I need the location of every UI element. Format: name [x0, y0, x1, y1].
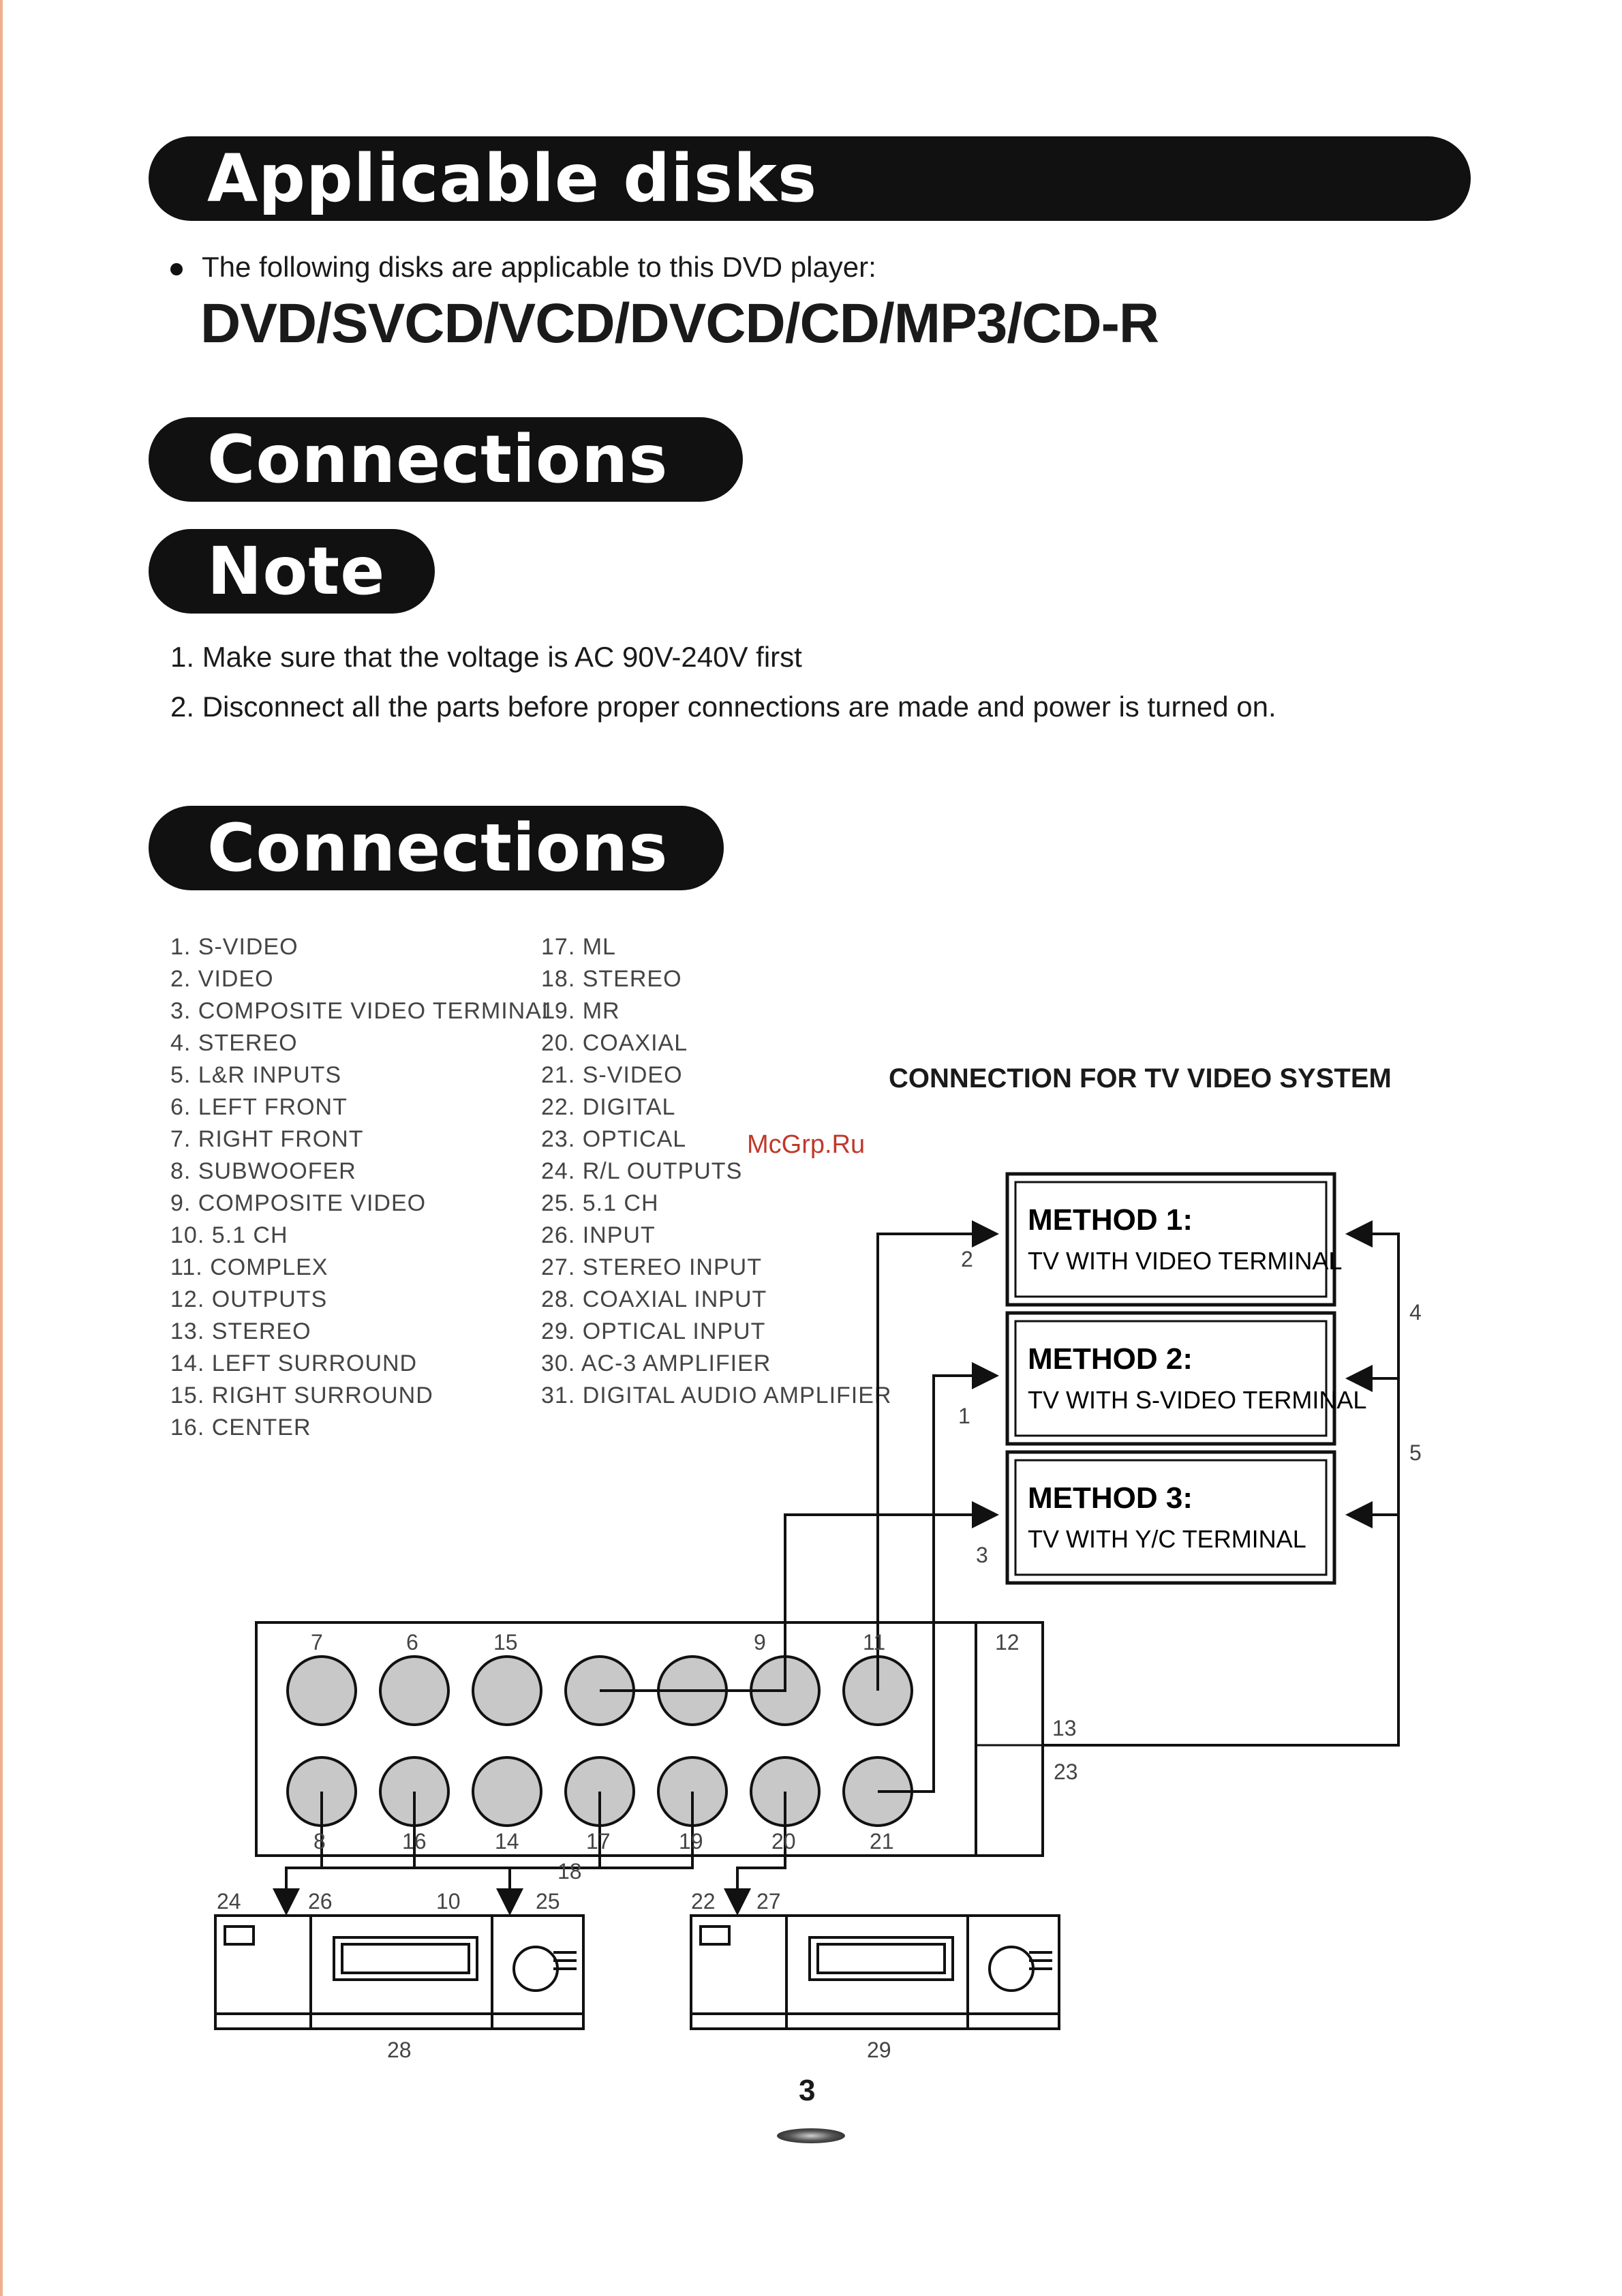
- legend-item: 4. STEREO: [170, 1030, 298, 1056]
- method-3-sub: TV WITH Y/C TERMINAL: [1028, 1525, 1306, 1553]
- legend-item: 29. OPTICAL INPUT: [541, 1318, 766, 1344]
- label-22: 22: [691, 1889, 716, 1914]
- label-26: 26: [308, 1889, 333, 1914]
- method-box-2: METHOD 2: TV WITH S-VIDEO TERMINAL: [1005, 1311, 1366, 1446]
- label-9: 9: [754, 1630, 766, 1655]
- legend-item: 21. S-VIDEO: [541, 1062, 683, 1088]
- label-11: 11: [863, 1630, 885, 1655]
- label-14: 14: [495, 1829, 519, 1854]
- heading-applicable-disks: Applicable disks: [149, 136, 1471, 221]
- legend-item: 30. AC-3 AMPLIFIER: [541, 1350, 771, 1376]
- legend-item: 24. R/L OUTPUTS: [541, 1158, 743, 1184]
- watermark: McGrp.Ru: [747, 1130, 866, 1159]
- label-5: 5: [1409, 1440, 1422, 1465]
- player-rear-panel: [255, 1621, 1044, 1857]
- label-13: 13: [1052, 1716, 1077, 1740]
- legend-item: 5. L&R INPUTS: [170, 1062, 342, 1088]
- legend-item: 14. LEFT SURROUND: [170, 1350, 418, 1376]
- page-edge-strip: [0, 0, 3, 2296]
- page-marker-icon: [777, 2128, 845, 2143]
- method-3-heading: METHOD 3:: [1028, 1481, 1193, 1515]
- amplifier-29: [690, 1914, 1060, 2030]
- label-7: 7: [311, 1630, 323, 1655]
- legend-item: 31. DIGITAL AUDIO AMPLIFIER: [541, 1383, 892, 1408]
- label-15: 15: [493, 1630, 518, 1655]
- label-4: 4: [1409, 1300, 1422, 1325]
- label-1: 1: [958, 1404, 970, 1428]
- label-19: 19: [679, 1829, 703, 1854]
- legend-item: 26. INPUT: [541, 1222, 656, 1248]
- method-1-heading: METHOD 1:: [1028, 1203, 1193, 1237]
- method-2-sub: TV WITH S-VIDEO TERMINAL: [1028, 1386, 1366, 1414]
- jack-6: [379, 1655, 450, 1726]
- legend-item: 3. COMPOSITE VIDEO TERMINAL: [170, 998, 555, 1024]
- legend-item: 19. MR: [541, 998, 620, 1024]
- label-17: 17: [586, 1829, 611, 1854]
- label-12: 12: [995, 1630, 1020, 1655]
- label-10: 10: [436, 1889, 461, 1914]
- legend-item: 10. 5.1 CH: [170, 1222, 288, 1248]
- method-box-1: METHOD 1: TV WITH VIDEO TERMINAL: [1005, 1172, 1342, 1307]
- amplifier-28: [214, 1914, 585, 2030]
- legend-item: 15. RIGHT SURROUND: [170, 1383, 433, 1408]
- note-item-1: 1. Make sure that the voltage is AC 90V-…: [170, 641, 802, 673]
- method-1-sub: TV WITH VIDEO TERMINAL: [1028, 1247, 1342, 1275]
- legend-item: 8. SUBWOOFER: [170, 1158, 356, 1184]
- heading-note: Note: [149, 529, 435, 614]
- label-6: 6: [406, 1630, 418, 1655]
- heading-connections-main: Connections: [149, 806, 724, 890]
- disk-formats: DVD/SVCD/VCD/DVCD/CD/MP3/CD-R: [200, 292, 1159, 354]
- legend-item: 9. COMPOSITE VIDEO: [170, 1190, 427, 1216]
- legend-item: 2. VIDEO: [170, 966, 274, 992]
- method-box-3: METHOD 3: TV WITH Y/C TERMINAL: [1005, 1450, 1336, 1585]
- legend-item: 11. COMPLEX: [170, 1254, 328, 1280]
- label-28: 28: [387, 2038, 412, 2062]
- page-number: 3: [799, 2074, 816, 2107]
- legend-item: 16. CENTER: [170, 1415, 311, 1440]
- bullet-icon: [170, 263, 183, 275]
- label-27: 27: [756, 1889, 781, 1914]
- legend-item: 27. STEREO INPUT: [541, 1254, 762, 1280]
- label-2: 2: [961, 1247, 973, 1271]
- diagram-number-labels: 2 1 3 4 5 7 6 15 9 11 12 13 23 8 16 14 1…: [217, 1247, 1422, 2062]
- diagram-title: CONNECTION FOR TV VIDEO SYSTEM: [889, 1063, 1392, 1093]
- legend-item: 13. STEREO: [170, 1318, 311, 1344]
- label-16: 16: [402, 1829, 427, 1854]
- jack-14: [472, 1756, 542, 1827]
- label-29: 29: [867, 2038, 891, 2062]
- legend-item: 25. 5.1 CH: [541, 1190, 659, 1216]
- label-24: 24: [217, 1889, 241, 1914]
- label-20: 20: [771, 1829, 796, 1854]
- legend-item: 1. S-VIDEO: [170, 934, 299, 960]
- applicable-intro: The following disks are applicable to th…: [202, 251, 876, 283]
- legend-item: 22. DIGITAL: [541, 1094, 676, 1120]
- jack-15: [472, 1655, 542, 1726]
- legend-item: 28. COAXIAL INPUT: [541, 1286, 767, 1312]
- legend-list-left: 1. S-VIDEO 2. VIDEO 3. COMPOSITE VIDEO T…: [170, 931, 555, 1444]
- legend-item: 18. STEREO: [541, 966, 682, 992]
- note-item-2: 2. Disconnect all the parts before prope…: [170, 691, 1276, 723]
- label-25: 25: [536, 1889, 560, 1914]
- label-8: 8: [313, 1829, 326, 1854]
- legend-item: 12. OUTPUTS: [170, 1286, 328, 1312]
- jacks-top-row: [286, 1655, 913, 1726]
- legend-item: 20. COAXIAL: [541, 1030, 688, 1056]
- connection-lines: [273, 1220, 1400, 1916]
- label-23: 23: [1054, 1759, 1078, 1784]
- label-18: 18: [557, 1859, 582, 1884]
- legend-item: 23. OPTICAL: [541, 1126, 687, 1152]
- label-3: 3: [976, 1543, 988, 1567]
- method-2-heading: METHOD 2:: [1028, 1342, 1193, 1376]
- legend-item: 7. RIGHT FRONT: [170, 1126, 364, 1152]
- legend-list-right: 17. ML 18. STEREO 19. MR 20. COAXIAL 21.…: [541, 931, 891, 1412]
- legend-item: 17. ML: [541, 934, 616, 960]
- label-21: 21: [870, 1829, 894, 1854]
- legend-item: 6. LEFT FRONT: [170, 1094, 348, 1120]
- jack-7: [286, 1655, 357, 1726]
- heading-connections-top: Connections: [149, 417, 743, 502]
